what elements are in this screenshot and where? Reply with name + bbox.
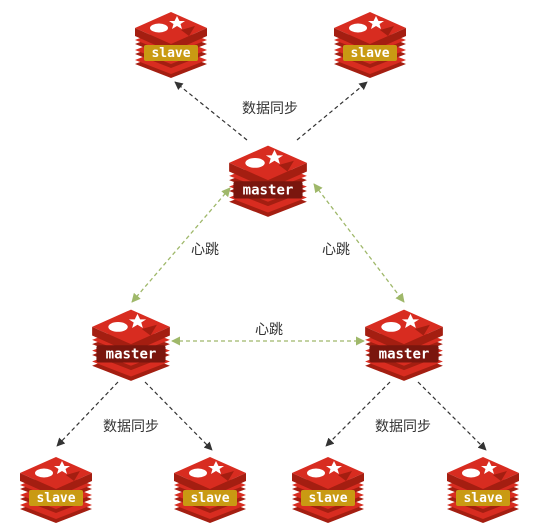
- node-label-band: [29, 490, 83, 506]
- redis-node-slave-bottom-3: slave: [292, 457, 364, 523]
- redis-node-master-top: master: [229, 145, 307, 217]
- sync-arrow-top-right: [296, 81, 368, 141]
- redis-logo-icon: [365, 309, 443, 381]
- label-sync-bottom-right: 数据同步: [375, 419, 431, 435]
- sync-arrow-bottom-1: [56, 381, 119, 447]
- redis-logo-icon: [92, 309, 170, 381]
- node-label-band: [343, 45, 397, 61]
- heartbeat-arrow-right: [313, 183, 405, 303]
- node-label: slave: [36, 491, 75, 506]
- node-label-band: [183, 490, 237, 506]
- label-sync-bottom-left: 数据同步: [103, 419, 159, 435]
- node-label-band: [144, 45, 198, 61]
- node-label-band: [233, 181, 303, 199]
- node-label: slave: [308, 491, 347, 506]
- sync-arrow-bottom-2: [144, 381, 213, 451]
- node-label-band: [96, 345, 166, 363]
- redis-node-slave-top-left: slave: [135, 12, 207, 78]
- sync-arrows: [56, 81, 487, 451]
- sync-arrow-top-left: [174, 81, 248, 141]
- redis-node-master-right: master: [365, 309, 443, 381]
- node-label: master: [243, 182, 294, 198]
- redis-node-slave-top-right: slave: [334, 12, 406, 78]
- node-label-band: [456, 490, 510, 506]
- redis-node-master-left: master: [92, 309, 170, 381]
- node-label: master: [106, 346, 157, 362]
- sync-arrow-bottom-4: [417, 381, 487, 451]
- redis-node-slave-bottom-2: slave: [174, 457, 246, 523]
- node-label-band: [369, 345, 439, 363]
- node-label: slave: [350, 46, 389, 61]
- redis-node-slave-bottom-4: slave: [447, 457, 519, 523]
- label-sync-top: 数据同步: [242, 101, 298, 117]
- nodes-layer: slave slave master master master slave slave sl…: [20, 12, 519, 523]
- sync-arrow-bottom-3: [325, 381, 391, 447]
- node-label: slave: [463, 491, 502, 506]
- label-heartbeat-middle: 心跳: [255, 322, 283, 338]
- node-label: slave: [190, 491, 229, 506]
- redis-node-slave-bottom-1: slave: [20, 457, 92, 523]
- node-label: slave: [151, 46, 190, 61]
- label-heartbeat-right: 心跳: [322, 242, 350, 258]
- heartbeat-arrows: [131, 183, 405, 346]
- node-label: master: [379, 346, 430, 362]
- node-label-band: [301, 490, 355, 506]
- label-heartbeat-left: 心跳: [191, 242, 219, 258]
